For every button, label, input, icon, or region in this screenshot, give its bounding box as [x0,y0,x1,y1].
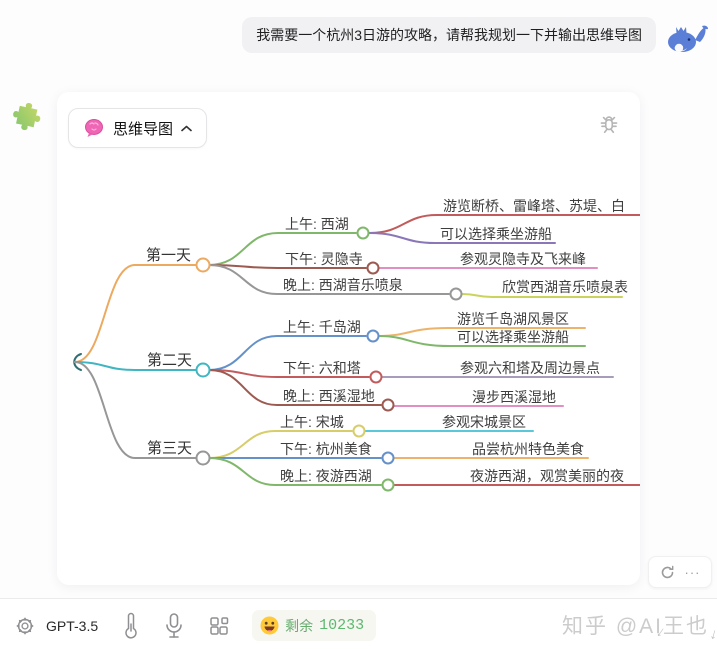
mindmap-title: 思维导图 [113,120,174,138]
node-circle-qiandao[interactable] [366,329,380,343]
branch-day3 [74,361,199,459]
watermark: 知乎 @AI王也 ↓ ↓ [562,610,717,644]
user-message-text: 我需要一个杭州3日游的攻略，请帮我规划一下并输出思维导图 [256,27,642,43]
d1-afternoon-label[interactable]: 下午: 灵隐寺 [285,251,363,267]
brain-icon [83,117,105,139]
d1-leaf3-label[interactable]: 参观灵隐寺及飞来峰 [460,251,586,267]
node-circle-fountain[interactable] [449,287,463,301]
day2-label[interactable]: 第二天 [147,351,192,369]
branch-d1-leaf2 [368,232,556,244]
node-circle-lingyin[interactable] [366,261,380,275]
node-circle-liuhe[interactable] [369,370,383,384]
thermometer-icon[interactable] [124,612,138,639]
mindmap-header-pill[interactable]: 思维导图 [68,108,208,148]
day1-label[interactable]: 第一天 [146,246,191,264]
d1-leaf4-label[interactable]: 欣赏西湖音乐喷泉表 [502,279,628,295]
tokens-label: 剩余 [285,617,314,634]
d2-morning-label[interactable]: 上午: 千岛湖 [283,319,361,335]
d1-morning-label[interactable]: 上午: 西湖 [285,216,349,232]
user-avatar [662,17,710,59]
user-message-bubble: 我需要一个杭州3日游的攻略，请帮我规划一下并输出思维导图 [242,17,656,53]
mindmap-card: 思维导图 [57,92,640,585]
branch-d1-leaf1 [368,214,640,234]
d3-leaf1-label[interactable]: 参观宋城景区 [442,414,526,430]
mindmap-canvas: 第一天 第二天 第三天 上午: 西湖 下午: 灵隐寺 晚上: 西湖音乐喷泉 游览… [73,198,640,492]
branch-d3-morning [208,430,353,459]
d2-leaf3-label[interactable]: 参观六和塔及周边景点 [460,360,600,376]
refresh-icon[interactable] [660,565,675,580]
d1-leaf1-label[interactable]: 游览断桥、雷峰塔、苏堤、白 [443,198,625,214]
branch-d2-leaf2 [378,335,586,347]
d3-afternoon-label[interactable]: 下午: 杭州美食 [280,441,372,457]
branch-d3-evening [208,457,382,486]
branch-day1 [74,264,199,363]
tokens-pill[interactable]: 剩余 10233 [252,610,377,641]
footer-bar: GPT-3.5 [0,598,717,652]
d3-leaf2-label[interactable]: 品尝杭州特色美食 [472,441,584,457]
d3-morning-label[interactable]: 上午: 宋城 [280,414,344,430]
branch-d2-evening [208,369,382,406]
day3-label[interactable]: 第三天 [147,439,192,457]
branch-d1-morning [208,232,357,266]
chevron-up-icon [181,125,192,132]
node-circle-meishi[interactable] [381,451,395,465]
whale-icon [662,17,710,59]
smiley-icon [260,616,279,635]
node-circle-yeyou[interactable] [381,478,395,492]
node-circle-day1[interactable] [195,257,211,273]
model-selector[interactable]: GPT-3.5 [46,617,99,634]
user-message-row: 我需要一个杭州3日游的攻略，请帮我规划一下并输出思维导图 [242,17,710,59]
d1-leaf2-label[interactable]: 可以选择乘坐游船 [440,226,552,242]
bug-icon[interactable] [596,110,622,136]
branch-day2 [74,361,199,371]
d2-leaf4-label[interactable]: 漫步西溪湿地 [472,389,556,405]
d2-leaf2-label[interactable]: 可以选择乘坐游船 [457,329,569,345]
settings-icon[interactable] [14,615,36,637]
node-circle-xihu[interactable] [356,226,370,240]
apps-icon[interactable] [208,615,230,637]
node-circle-xixi[interactable] [381,398,395,412]
d2-leaf1-label[interactable]: 游览千岛湖风景区 [457,311,569,327]
node-circle-day2[interactable] [195,362,211,378]
d1-evening-label[interactable]: 晚上: 西湖音乐喷泉 [283,277,403,293]
d3-leaf3-label[interactable]: 夜游西湖，观赏美丽的夜 [470,468,624,484]
node-circle-day3[interactable] [195,450,211,466]
branch-d2-morning [208,335,367,371]
more-icon[interactable]: ··· [684,564,701,580]
branch-d1-leaf4 [461,293,623,298]
watermark-arrow: ↓ [707,625,717,644]
d2-evening-label[interactable]: 晚上: 西溪湿地 [283,388,375,404]
puzzle-icon[interactable] [7,92,50,135]
tokens-value: 10233 [319,617,365,634]
microphone-icon[interactable] [164,612,184,640]
node-circle-songcheng[interactable] [352,424,366,438]
card-actions: ··· [648,556,712,588]
d3-evening-label[interactable]: 晚上: 夜游西湖 [280,468,372,484]
branch-d1-evening [208,264,450,295]
d2-afternoon-label[interactable]: 下午: 六和塔 [283,360,361,376]
